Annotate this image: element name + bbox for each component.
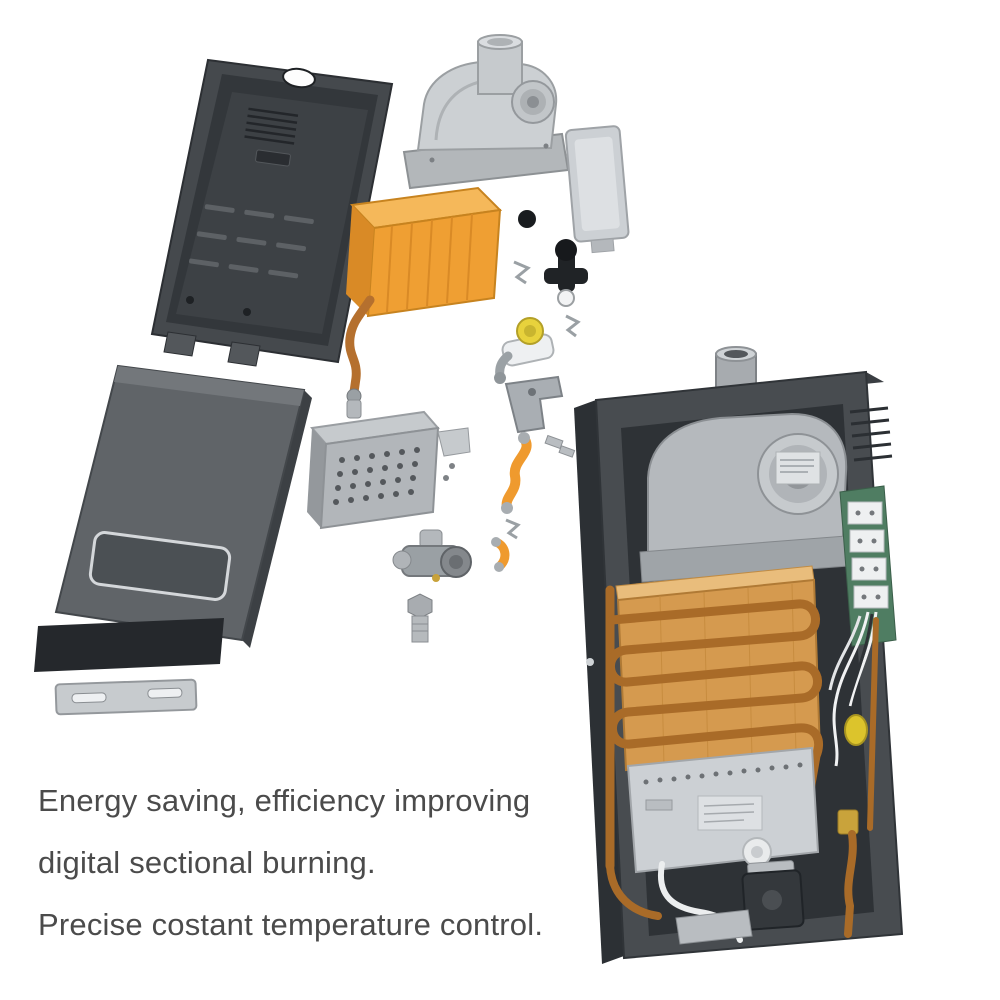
control-electronics [828,485,897,831]
caption-line-2: digital sectional burning. [38,845,376,880]
valves-and-pipes [606,809,859,945]
gas-valve-exploded [392,529,472,643]
assembled-heater [574,346,904,964]
caption-line-3: Precise costant temperature control. [38,907,544,942]
small-parts-cluster [491,210,588,572]
caption: Energy saving, efficiency improving digi… [38,770,543,956]
front-cover-exploded [54,364,312,648]
case-screw [586,658,594,666]
heat-exchanger-exploded [345,186,503,419]
dark-trim-strip [34,618,224,672]
caption-line-1: Energy saving, efficiency improving [38,783,531,818]
blower-exploded [402,34,570,190]
blower-assembled [639,412,849,583]
back-panel-exploded [150,58,394,367]
heat-exchanger-assembled [605,565,824,871]
burner-assembled [626,746,820,874]
case-vent-slots [849,406,893,462]
mounting-bracket [54,678,198,716]
side-cover-box [564,125,630,254]
capacitor [844,714,868,746]
burner-exploded [307,410,471,530]
